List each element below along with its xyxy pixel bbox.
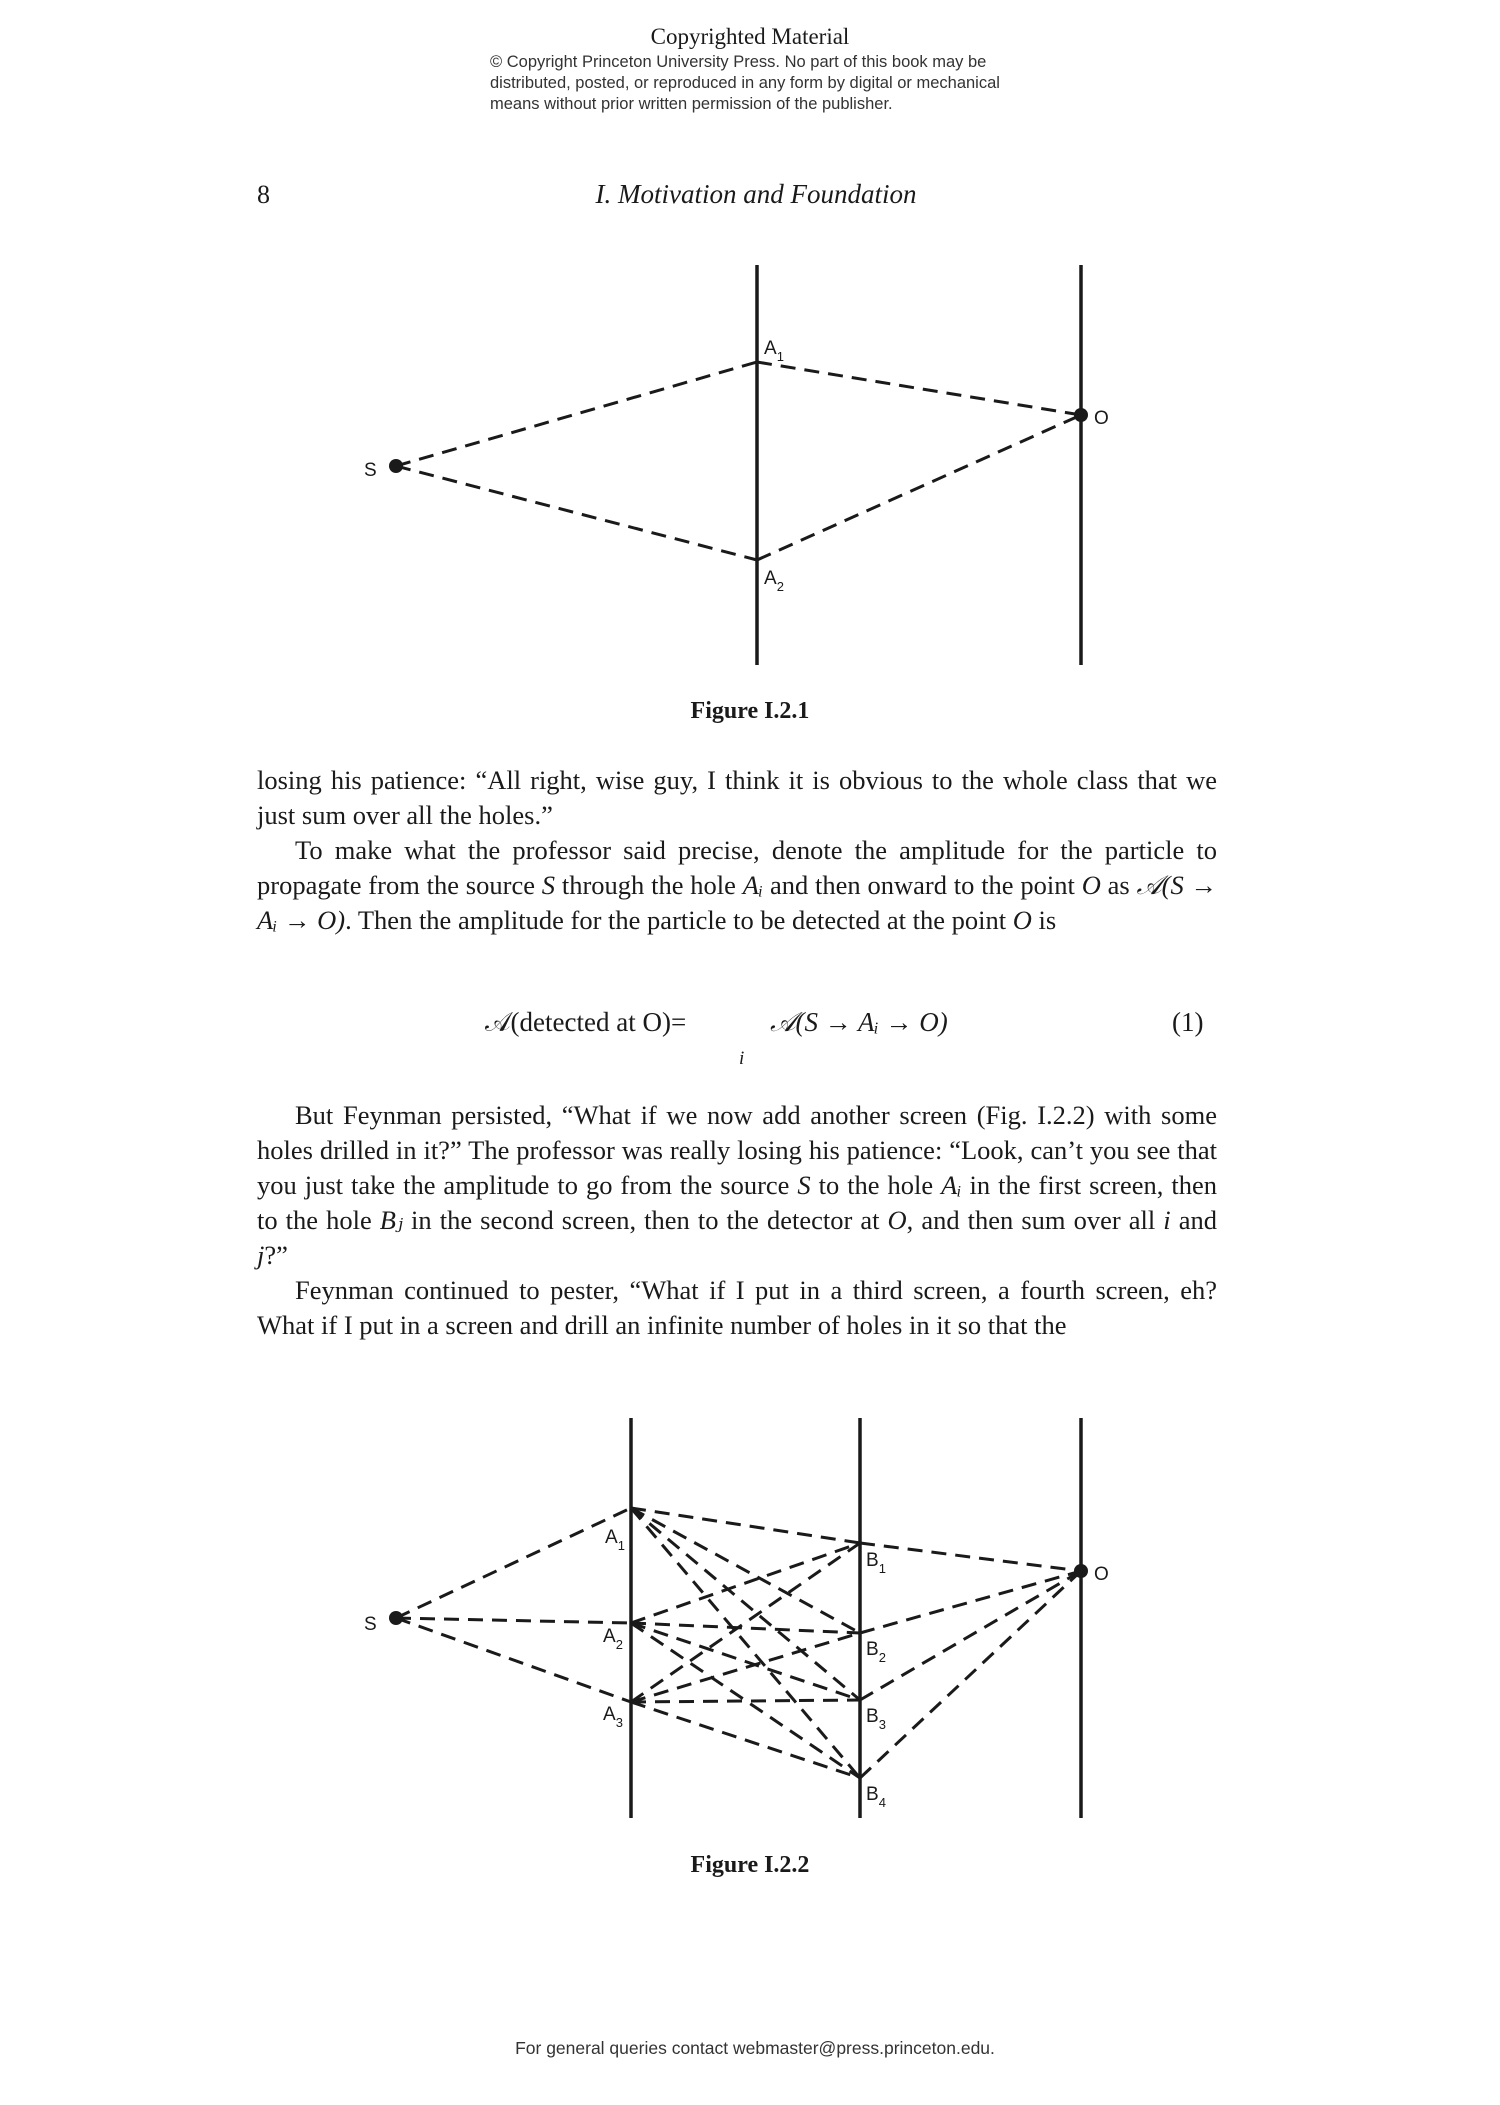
figure-2-diagram: S O A1 A2 A3 B1 B2 B3 B4 <box>364 1418 1109 1818</box>
hole-label: A1 <box>764 338 784 364</box>
path-line <box>630 1700 861 1780</box>
hole-label: A2 <box>603 1626 623 1652</box>
path-line <box>395 360 758 468</box>
running-head: I. Motivation and Foundation <box>595 179 917 209</box>
figure-1-caption: Figure I.2.1 <box>690 698 810 724</box>
path-line <box>859 1569 1082 1702</box>
hole-label: B3 <box>866 1706 886 1732</box>
copyright-notice: © Copyright Princeton University Press. … <box>490 52 1090 115</box>
path-line <box>630 1506 861 1545</box>
path-line <box>395 464 758 562</box>
path-line <box>756 413 1082 562</box>
path-line <box>630 1621 861 1702</box>
figure-2-caption: Figure I.2.2 <box>690 1852 810 1878</box>
equation-rhs: 𝒜(S → Aᵢ → O) <box>770 1007 948 1037</box>
path-line <box>395 1506 632 1620</box>
path-line <box>630 1698 861 1704</box>
copyright-line: © Copyright Princeton University Press. … <box>490 53 987 71</box>
hole-label: B1 <box>866 1550 886 1576</box>
path-line <box>629 1507 862 1779</box>
path-line <box>395 1616 632 1704</box>
path-line <box>756 360 1082 417</box>
hole-label: B2 <box>866 1639 886 1665</box>
source-label: S <box>364 460 377 481</box>
path-line <box>858 1569 1083 1780</box>
path-line <box>630 1506 861 1702</box>
paragraph: losing his patience: “All right, wise gu… <box>257 765 1217 830</box>
path-line <box>630 1541 861 1704</box>
equation-lhs: 𝒜(detected at O)= <box>485 1007 687 1037</box>
detector-point <box>1074 1564 1088 1578</box>
detector-point <box>1074 408 1088 422</box>
path-line <box>859 1569 1082 1635</box>
hole-label: A3 <box>603 1704 623 1730</box>
copyright-line: distributed, posted, or reproduced in an… <box>490 74 1000 92</box>
hole-label: B4 <box>866 1784 886 1810</box>
copyright-title: Copyrighted Material <box>650 24 850 49</box>
path-line <box>630 1541 861 1625</box>
paragraph: Feynman continued to pester, “What if I … <box>257 1275 1217 1340</box>
footer-contact: For general queries contact webmaster@pr… <box>515 2038 995 2058</box>
paragraph: But Feynman persisted, “What if we now a… <box>257 1100 1217 1270</box>
path-line <box>630 1631 861 1704</box>
path-line <box>859 1541 1082 1573</box>
equation-number: (1) <box>1172 1007 1204 1037</box>
hole-label: A2 <box>764 568 784 594</box>
figure-1-diagram: S O A1 A2 <box>364 265 1109 665</box>
hole-label: A1 <box>605 1527 625 1553</box>
paragraph: To make what the professor said precise,… <box>257 835 1218 935</box>
source-point <box>389 459 403 473</box>
detector-label: O <box>1094 408 1109 429</box>
path-line <box>630 1621 861 1635</box>
source-label: S <box>364 1614 377 1635</box>
path-line <box>630 1506 861 1635</box>
equation-sum-index: i <box>739 1048 745 1069</box>
page-number: 8 <box>257 180 270 209</box>
detector-label: O <box>1094 1564 1109 1585</box>
path-line <box>630 1621 861 1780</box>
path-line <box>395 1616 632 1625</box>
copyright-line: means without prior written permission o… <box>490 95 893 113</box>
source-point <box>389 1611 403 1625</box>
